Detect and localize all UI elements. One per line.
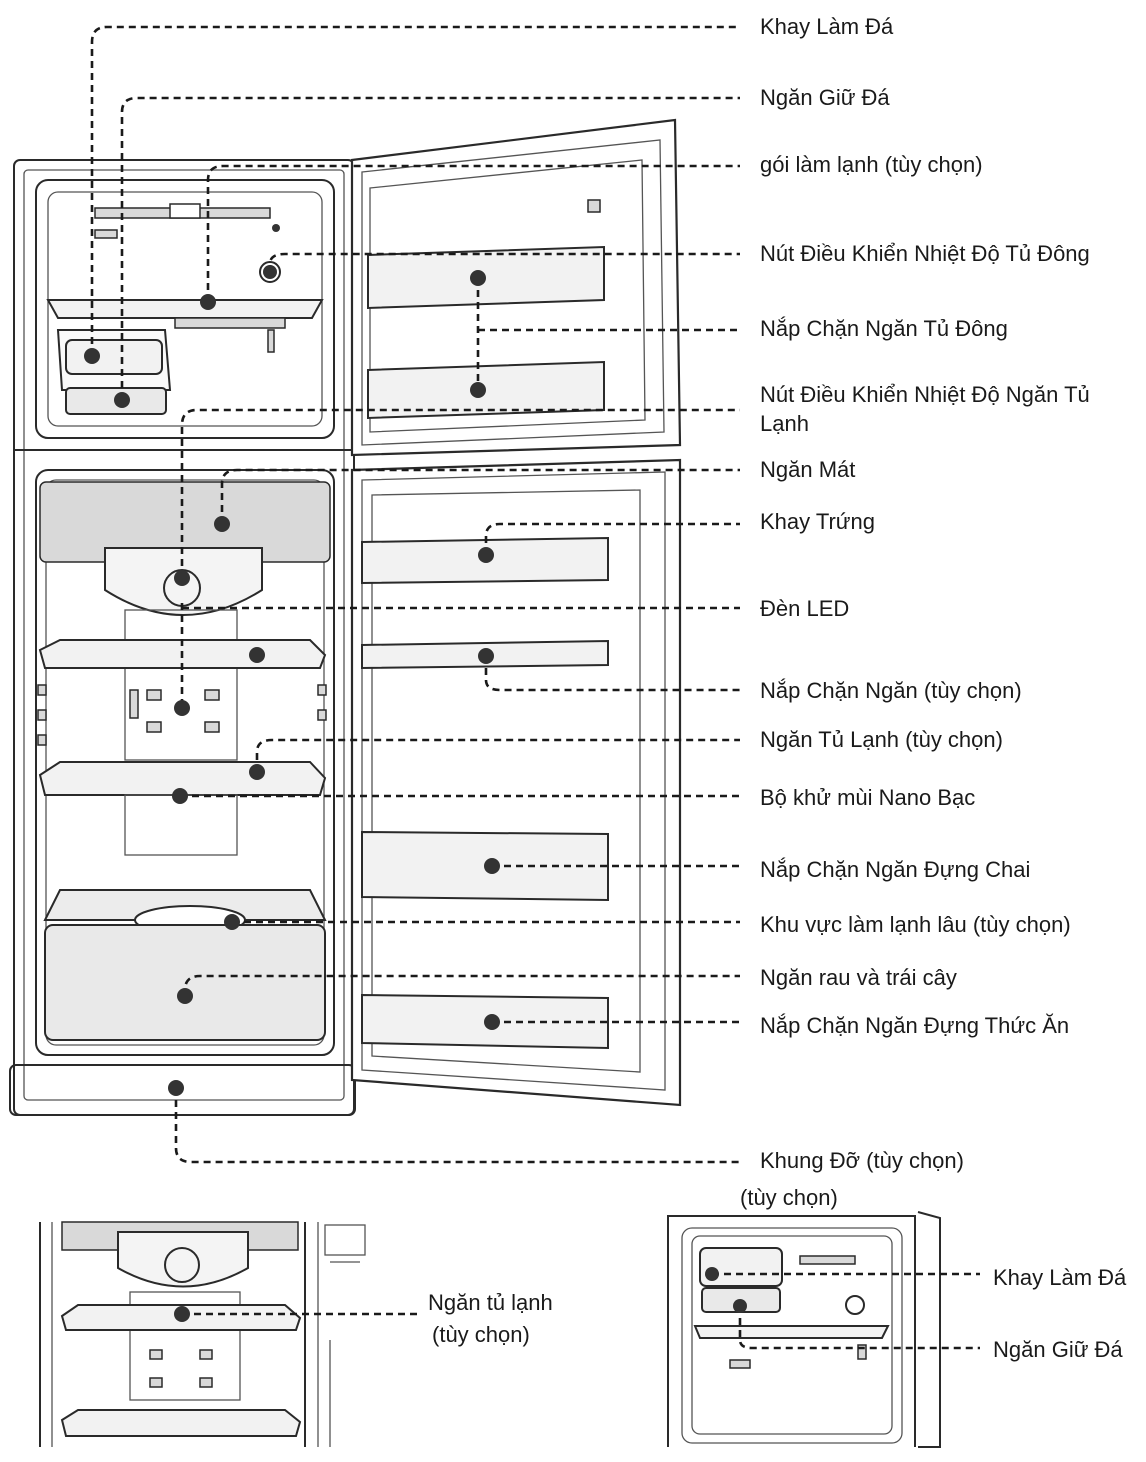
inset-right-label-khay-lam-da: Khay Làm Đá — [993, 1265, 1127, 1290]
fridge-body — [9, 159, 356, 1116]
label-goi-lam-lanh: gói làm lạnh (tùy chọn) — [760, 152, 983, 177]
label-khu-vuc-lam-lanh-lau: Khu vực làm lạnh lâu (tùy chọn) — [760, 912, 1071, 937]
inset-left-label-line2: (tùy chọn) — [432, 1322, 530, 1347]
leader-ngan-giu-da — [120, 96, 740, 400]
inset-left-label-line1: Ngăn tủ lạnh — [428, 1290, 553, 1315]
label-nap-chan-ngan-dung-chai: Nắp Chặn Ngăn Đựng Chai — [760, 857, 1031, 882]
inset-right-note: (tùy chọn) — [740, 1185, 838, 1210]
label-nap-chan-ngan-tu-dong: Nắp Chặn Ngăn Tủ Đông — [760, 316, 1008, 341]
leader-lines — [90, 25, 740, 1164]
freezer-shelf — [46, 299, 324, 319]
label-bo-khu-mui: Bộ khử mùi Nano Bạc — [760, 785, 976, 810]
leader-khay-lam-da — [90, 25, 740, 356]
label-nut-dieu-khien-tu-dong: Nút Điều Khiển Nhiệt Độ Tủ Đông — [760, 241, 1090, 266]
label-den-led: Đèn LED — [760, 596, 850, 621]
label-ngan-giu-da: Ngăn Giữ Đá — [760, 85, 890, 110]
label-ngan-tu-lanh: Ngăn Tủ Lạnh (tùy chọn) — [760, 727, 1003, 752]
label-khay-trung: Khay Trứng — [760, 509, 876, 534]
label-khung-do: Khung Đỡ (tùy chọn) — [760, 1148, 964, 1173]
freezer-vent-panel — [94, 203, 281, 283]
side-rail-left — [37, 684, 327, 746]
label-nut-dieu-khien-tu-lanh: Nút Điều Khiển Nhiệt Độ Ngăn Tủ Lạnh — [760, 382, 1090, 436]
deodorizer-box — [124, 794, 238, 856]
vegetable-drawer — [44, 924, 326, 1041]
label-khay-lam-da: Khay Làm Đá — [760, 14, 894, 39]
label-ngan-mat: Ngăn Mát — [760, 457, 856, 482]
label-nap-chan-ngan: Nắp Chặn Ngăn (tùy chọn) — [760, 678, 1022, 703]
leader-khung-do — [174, 1088, 740, 1164]
inset-right-freezer — [667, 1211, 980, 1448]
leader-goi-lam-lanh — [206, 164, 740, 302]
duct-vents — [129, 689, 220, 733]
leader-khay-trung — [484, 522, 740, 555]
freezer-probe — [267, 329, 275, 353]
leader-nut-tu-dong — [268, 252, 740, 272]
leader-ngan-mat — [220, 468, 740, 524]
inset-left-fridge — [39, 1221, 420, 1447]
label-nap-chan-ngan-dung-thuc-an: Nắp Chặn Ngăn Đựng Thức Ăn — [760, 1013, 1070, 1038]
freezer-door-bin-upper — [367, 245, 605, 310]
freezer-coil — [174, 317, 286, 329]
label-ngan-rau: Ngăn rau và trái cây — [760, 965, 957, 990]
ice-maker-tray — [56, 329, 172, 415]
leader-ngan-tu-lanh — [255, 738, 740, 772]
leader-nap-chan-ngan — [484, 656, 740, 692]
leader-nap-tu-dong — [476, 278, 740, 390]
callout-dots — [84, 265, 500, 1096]
inset-right-label-ngan-giu-da: Ngăn Giữ Đá — [993, 1337, 1123, 1362]
